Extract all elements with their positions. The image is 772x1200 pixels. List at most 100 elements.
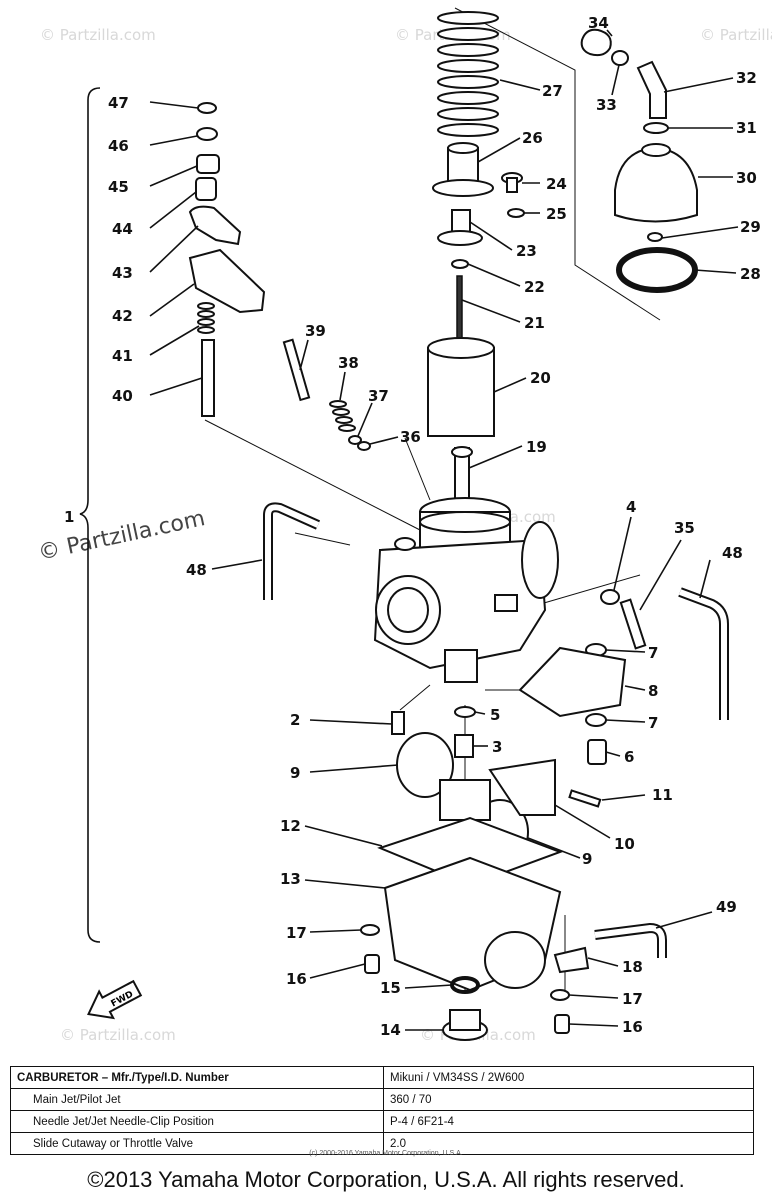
spec-value: Mikuni / VM34SS / 2W600 [383, 1066, 754, 1089]
callout-24: 24 [546, 175, 567, 193]
callout-1: 1 [64, 508, 74, 526]
callout-8: 8 [648, 682, 658, 700]
watermark: © Partzilla.com [60, 1026, 176, 1044]
leader-line [461, 299, 521, 323]
leader-line [587, 957, 619, 967]
leader-line [357, 402, 373, 437]
assembly-line [294, 532, 351, 546]
leader-line [605, 751, 621, 757]
callout-46: 46 [108, 137, 129, 155]
carburetor-body [373, 497, 559, 683]
leader-line [601, 794, 646, 801]
nut-part [647, 232, 663, 242]
spring-part [329, 400, 356, 432]
callout-11: 11 [652, 786, 673, 804]
leader-line [369, 436, 399, 445]
overflow-hose-part [594, 924, 665, 958]
leader-line [527, 837, 581, 859]
callout-7: 7 [648, 644, 658, 662]
leader-line [149, 101, 199, 109]
cable-adjuster-elbow-part [636, 60, 667, 119]
assembly-line [454, 7, 661, 321]
callout-20: 20 [530, 369, 551, 387]
callout-35: 35 [674, 519, 695, 537]
leader-line [149, 325, 200, 356]
callout-37: 37 [368, 387, 389, 405]
callout-16: 16 [622, 1018, 643, 1036]
spec-label: CARBURETOR – Mfr./Type/I.D. Number [10, 1066, 384, 1089]
callout-21: 21 [524, 314, 545, 332]
table-row: CARBURETOR – Mfr./Type/I.D. Number Mikun… [10, 1066, 754, 1089]
leader-line [309, 764, 399, 773]
vent-hose-part [265, 504, 320, 600]
washer-part [550, 989, 570, 1001]
table-watermark: (c) 2000-2016 Yamaha Motor Corporation, … [309, 1150, 463, 1157]
screw-part [391, 711, 405, 735]
washer-part [348, 435, 362, 445]
screw-part [364, 954, 380, 974]
screw-part [554, 1014, 570, 1034]
callout-42: 42 [112, 307, 133, 325]
leader-line [655, 911, 713, 929]
leader-line [404, 984, 453, 989]
callout-12: 12 [280, 817, 301, 835]
bracket-part [188, 205, 242, 246]
carburetor-exploded-diagram: © Partzilla.com © Partzilla.com © Partzi… [36, 7, 772, 1044]
leader-line [149, 165, 198, 187]
float-chamber-part [383, 856, 562, 992]
leader-line [606, 29, 613, 37]
leader-line [639, 539, 682, 611]
assembly-line [204, 419, 421, 531]
callout-47: 47 [108, 94, 129, 112]
o-ring-part [357, 441, 371, 451]
spring-part [437, 11, 499, 137]
callout-27: 27 [542, 82, 563, 100]
leader-line [149, 191, 197, 229]
leader-line [149, 225, 199, 273]
rubber-cap-part [580, 28, 612, 57]
washer-part [507, 208, 525, 218]
callout-44: 44 [112, 220, 133, 238]
pilot-jet-part [587, 739, 607, 765]
washer-part [360, 924, 380, 936]
callout-5: 5 [490, 706, 500, 724]
callout-34: 34 [588, 14, 609, 32]
spec-label: Slide Cutaway or Throttle Valve [10, 1132, 384, 1155]
spec-label: Needle Jet/Jet Needle-Clip Position [10, 1110, 384, 1133]
spec-value: P-4 / 6F21-4 [383, 1110, 754, 1133]
leader-line [663, 77, 734, 93]
callout-3: 3 [492, 738, 502, 756]
leader-line [613, 516, 632, 591]
leader-line [309, 929, 362, 933]
callout-14: 14 [380, 1021, 401, 1039]
leader-line [304, 879, 386, 889]
callout-17: 17 [622, 990, 643, 1008]
table-row: Slide Cutaway or Throttle Valve 2.0 [10, 1132, 754, 1155]
callout-29: 29 [740, 218, 761, 236]
leader-line [605, 719, 646, 723]
leader-line [661, 226, 739, 239]
callout-38: 38 [338, 354, 359, 372]
callout-43: 43 [112, 264, 133, 282]
callout-32: 32 [736, 69, 757, 87]
callout-9: 9 [290, 764, 300, 782]
callout-9: 9 [582, 850, 592, 868]
nut-part [611, 50, 629, 66]
watermark-main: © Partzilla.com [36, 506, 207, 566]
assembly-line [399, 684, 431, 711]
leader-line [309, 963, 366, 979]
carburetor-spec-table: CARBURETOR – Mfr./Type/I.D. Number Mikun… [10, 1066, 754, 1155]
float-arm-part [488, 758, 556, 816]
leader-line [474, 711, 486, 715]
clip-part [451, 259, 469, 269]
assembly-brace [79, 87, 101, 943]
top-cap-part [614, 143, 698, 223]
spec-value: 360 / 70 [383, 1088, 754, 1111]
assembly-line [404, 437, 431, 501]
needle-retainer-part [437, 209, 483, 246]
callout-10: 10 [614, 835, 635, 853]
washer-part [196, 127, 218, 141]
table-row: Main Jet/Pilot Jet 360 / 70 [10, 1088, 754, 1111]
callout-41: 41 [112, 347, 133, 365]
callout-33: 33 [596, 96, 617, 114]
